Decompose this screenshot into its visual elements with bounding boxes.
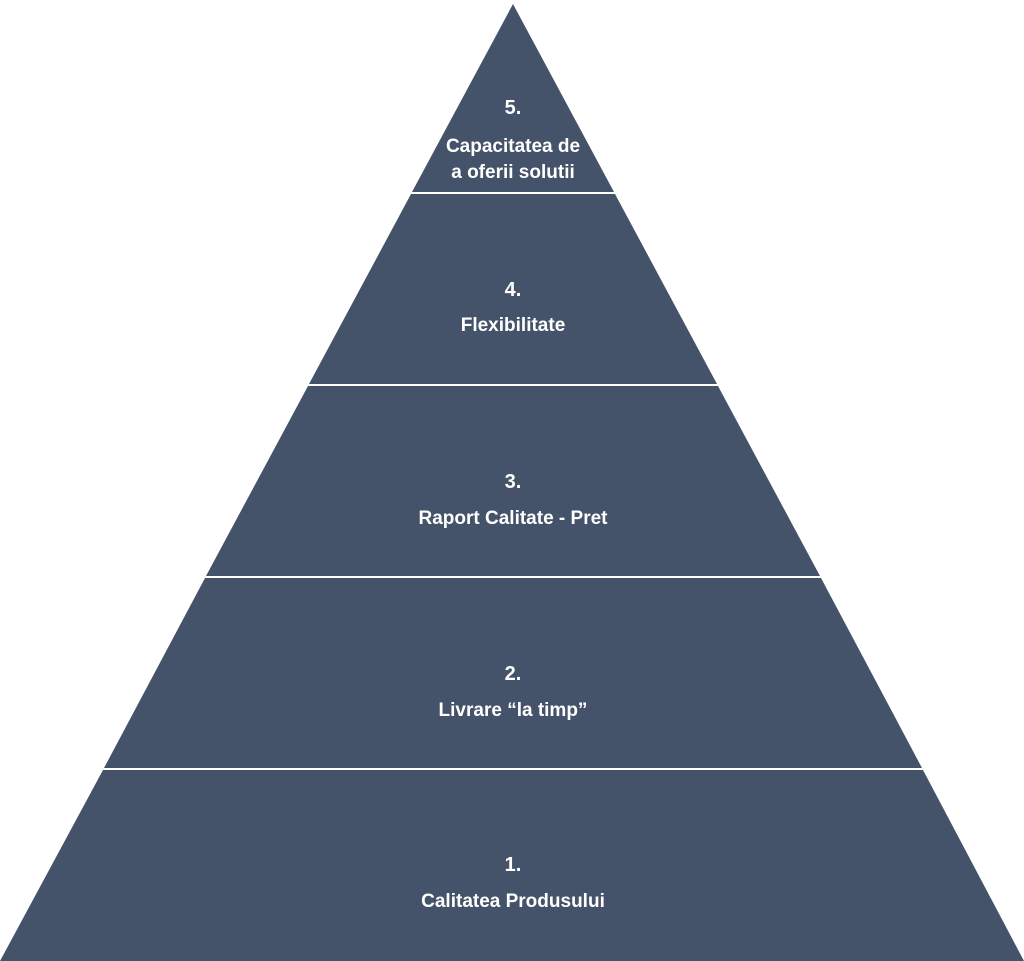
pyramid-level-2 [104,578,922,768]
level-3-number: 3. [505,471,522,493]
level-5-label-line-1: Capacitatea de [446,136,580,157]
level-2-number: 2. [505,663,522,685]
level-1-number: 1. [505,854,522,876]
pyramid-level-3 [206,386,820,576]
pyramid-level-1 [0,770,1024,961]
level-5-number: 5. [505,97,522,119]
level-3-label: Raport Calitate - Pret [419,508,609,529]
level-2-label: Livrare “la timp” [439,700,588,721]
pyramid-level-4 [309,194,717,384]
level-4-number: 4. [505,279,522,301]
pyramid-level-5 [412,4,614,192]
level-4-label: Flexibilitate [461,315,566,336]
level-1-label: Calitatea Produsului [421,891,605,912]
level-5-label-line-2: a oferii solutii [451,162,575,183]
